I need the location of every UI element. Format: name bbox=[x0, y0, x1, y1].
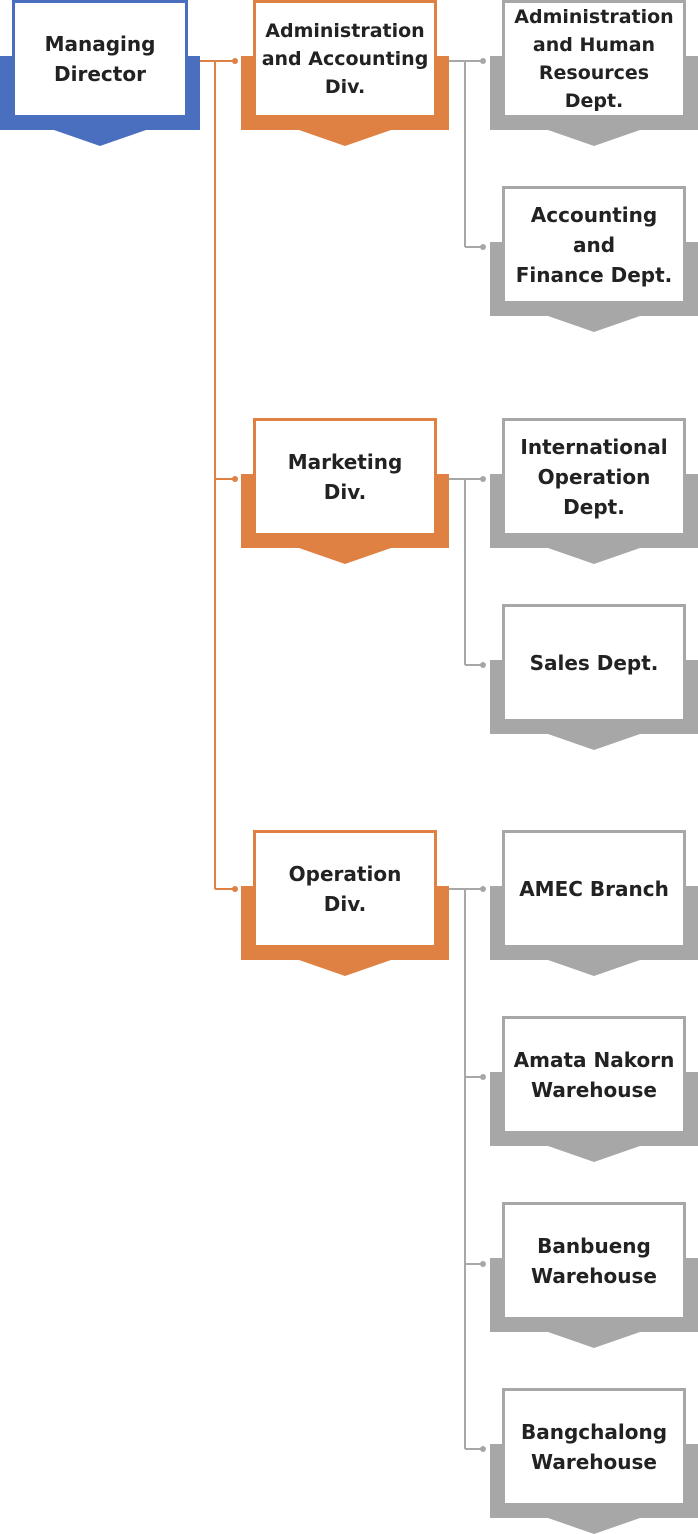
node-dept-sales: Sales Dept. bbox=[490, 604, 698, 750]
node-division-administration-accounting: Administration and Accounting Div. bbox=[241, 0, 449, 146]
node-label: Administration and Accounting Div. bbox=[253, 0, 437, 118]
node-division-operation: Operation Div. bbox=[241, 830, 449, 976]
node-label: Sales Dept. bbox=[502, 604, 686, 722]
node-dept-international-operation: International Operation Dept. bbox=[490, 418, 698, 564]
connector-dot bbox=[480, 244, 486, 250]
connector-dot bbox=[480, 58, 486, 64]
node-managing-director: Managing Director bbox=[0, 0, 200, 146]
node-label: Accounting and Finance Dept. bbox=[502, 186, 686, 304]
node-label: Administration and Human Resources Dept. bbox=[502, 0, 686, 118]
node-label: International Operation Dept. bbox=[502, 418, 686, 536]
node-label: Banbueng Warehouse bbox=[502, 1202, 686, 1320]
connector-dot bbox=[232, 58, 238, 64]
node-division-marketing: Marketing Div. bbox=[241, 418, 449, 564]
node-label: Operation Div. bbox=[253, 830, 437, 948]
node-dept-bangchalong-warehouse: Bangchalong Warehouse bbox=[490, 1388, 698, 1534]
connector-dot bbox=[232, 476, 238, 482]
node-dept-amata-nakorn-warehouse: Amata Nakorn Warehouse bbox=[490, 1016, 698, 1162]
node-label: Bangchalong Warehouse bbox=[502, 1388, 686, 1506]
node-label: Amata Nakorn Warehouse bbox=[502, 1016, 686, 1134]
connector-dot bbox=[480, 1446, 486, 1452]
connector-dot bbox=[480, 1261, 486, 1267]
connector-dot bbox=[480, 1074, 486, 1080]
node-dept-administration-hr: Administration and Human Resources Dept. bbox=[490, 0, 698, 146]
node-dept-banbueng-warehouse: Banbueng Warehouse bbox=[490, 1202, 698, 1348]
node-label: AMEC Branch bbox=[502, 830, 686, 948]
node-label: Marketing Div. bbox=[253, 418, 437, 536]
node-dept-amec-branch: AMEC Branch bbox=[490, 830, 698, 976]
connector-dot bbox=[480, 476, 486, 482]
connector-dot bbox=[480, 662, 486, 668]
connector-dot bbox=[232, 886, 238, 892]
connector-dot bbox=[480, 886, 486, 892]
node-dept-accounting-finance: Accounting and Finance Dept. bbox=[490, 186, 698, 332]
node-label: Managing Director bbox=[12, 0, 188, 118]
